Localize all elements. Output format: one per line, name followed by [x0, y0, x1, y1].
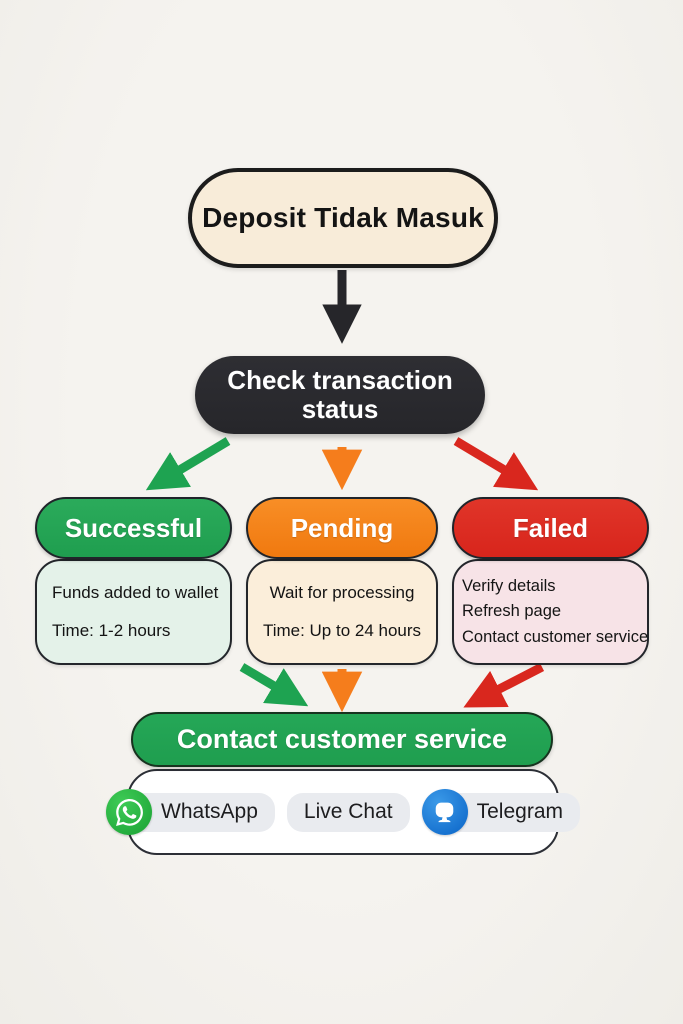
branch-failed-title: Failed	[512, 512, 589, 543]
arrow-failed-to-contact	[463, 662, 545, 708]
branch-pending-title: Pending	[290, 512, 394, 543]
branch-pending-body: Wait for processing Time: Up to 24 hours	[246, 559, 438, 665]
channel-telegram[interactable]: Telegram	[421, 789, 580, 835]
arrow-check-to-failed	[453, 437, 539, 491]
node-check-transaction-status: Check transaction status	[195, 356, 485, 434]
branch-failed-body: Verify details Refresh page Contact cust…	[452, 559, 649, 665]
contact-channels-card: WhatsApp Live Chat Telegram	[106, 769, 580, 855]
branch-failed-header: Failed	[452, 497, 649, 559]
node-contact-customer-service: Contact customer service	[131, 712, 553, 767]
live-chat-chip-label: Live Chat	[286, 792, 410, 832]
arrow-successful-to-contact	[239, 663, 309, 707]
channel-live-chat[interactable]: Live Chat	[286, 792, 410, 832]
node-deposit-tidak-masuk: Deposit Tidak Masuk	[188, 168, 498, 268]
branch-successful-body: Funds added to wallet Time: 1-2 hours	[35, 559, 232, 665]
branch-successful-title: Successful	[64, 512, 203, 543]
check-label: Check transaction status	[227, 364, 453, 424]
telegram-icon	[421, 789, 468, 835]
contact-label: Contact customer service	[176, 724, 508, 754]
branch-successful-line: Funds added to wallet	[52, 583, 219, 603]
whatsapp-icon	[106, 789, 153, 835]
root-label: Deposit Tidak Masuk	[202, 202, 484, 233]
branch-pending-header: Pending	[246, 497, 438, 559]
branch-pending-line: Wait for processing	[269, 583, 415, 603]
branch-pending-line: Time: Up to 24 hours	[262, 620, 422, 640]
branch-successful-line: Time: 1-2 hours	[52, 620, 171, 640]
branch-failed-line: Contact customer service	[462, 627, 649, 646]
channel-whatsapp[interactable]: WhatsApp	[106, 789, 275, 835]
branch-failed-line: Verify details	[462, 576, 556, 595]
branch-successful-header: Successful	[35, 497, 232, 559]
branch-failed-line: Refresh page	[462, 602, 562, 621]
arrow-check-to-successful	[145, 437, 231, 491]
